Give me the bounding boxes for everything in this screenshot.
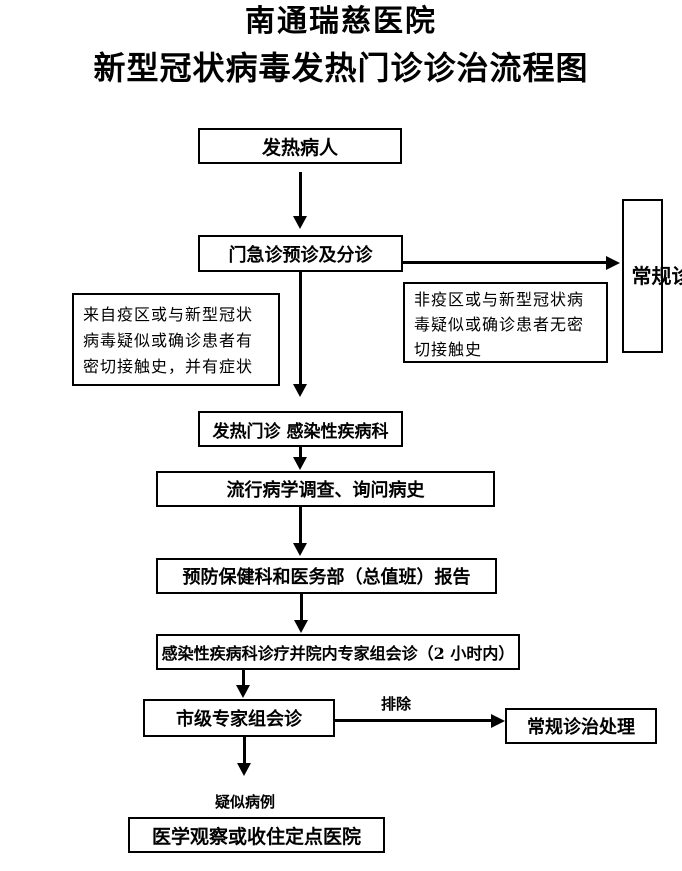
arrow-down-icon <box>293 216 307 229</box>
arrow-triage-to-routine-line <box>403 261 606 264</box>
node-city-expert-consult: 市级专家组会诊 <box>143 699 335 737</box>
arrow-city-to-observation-line <box>243 737 246 765</box>
node-fever-patient: 发热病人 <box>198 128 402 164</box>
node-triage: 门急诊预诊及分诊 <box>198 235 403 272</box>
node-report: 预防保健科和医务部（总值班）报告 <box>156 558 497 594</box>
arrow-consult-to-city-line <box>242 670 245 687</box>
arrow-report-to-consult-line <box>300 594 303 622</box>
arrow-clinic-to-epidemiology-line <box>299 447 302 459</box>
arrow-fever-to-triage-line <box>299 172 302 218</box>
edge-label-suspected-case: 疑似病例 <box>214 793 275 811</box>
node-medical-observation: 医学观察或收住定点医院 <box>128 817 385 853</box>
vertical-text: 常规诊治处理 <box>631 264 682 288</box>
arrow-right-icon <box>491 714 505 728</box>
arrow-down-icon <box>293 384 307 397</box>
arrow-down-icon <box>293 543 307 556</box>
note-no-contact-history: 非疫区或与新型冠状病毒疑似或确诊患者无密切接触史 <box>403 282 608 363</box>
page-title-hospital: 南通瑞慈医院 <box>245 4 437 39</box>
page-title-flowchart: 新型冠状病毒发热门诊诊治流程图 <box>93 49 589 87</box>
arrow-city-to-routine-line <box>335 719 491 722</box>
arrow-down-icon <box>293 457 307 470</box>
node-epidemiology-survey: 流行病学调查、询问病史 <box>156 471 495 507</box>
arrow-triage-to-clinic-line <box>299 272 302 386</box>
arrow-epidemiology-to-report-line <box>299 507 302 545</box>
node-routine-treatment-bottom: 常规诊治处理 <box>505 708 657 744</box>
node-routine-treatment-side: 常规诊治处理 <box>622 199 682 353</box>
node-expert-consult: 感染性疾病科诊疗并院内专家组会诊（2 小时内） <box>156 634 520 670</box>
arrow-right-icon <box>606 256 620 270</box>
node-fever-clinic: 发热门诊 感染性疾病科 <box>198 411 403 447</box>
arrow-down-icon <box>236 685 250 698</box>
arrow-down-icon <box>237 763 251 776</box>
note-epidemic-contact-history: 来自疫区或与新型冠状病毒疑似或确诊患者有密切接触史，并有症状 <box>72 293 280 386</box>
arrow-down-icon <box>294 620 308 633</box>
edge-label-exclude: 排除 <box>380 695 411 713</box>
